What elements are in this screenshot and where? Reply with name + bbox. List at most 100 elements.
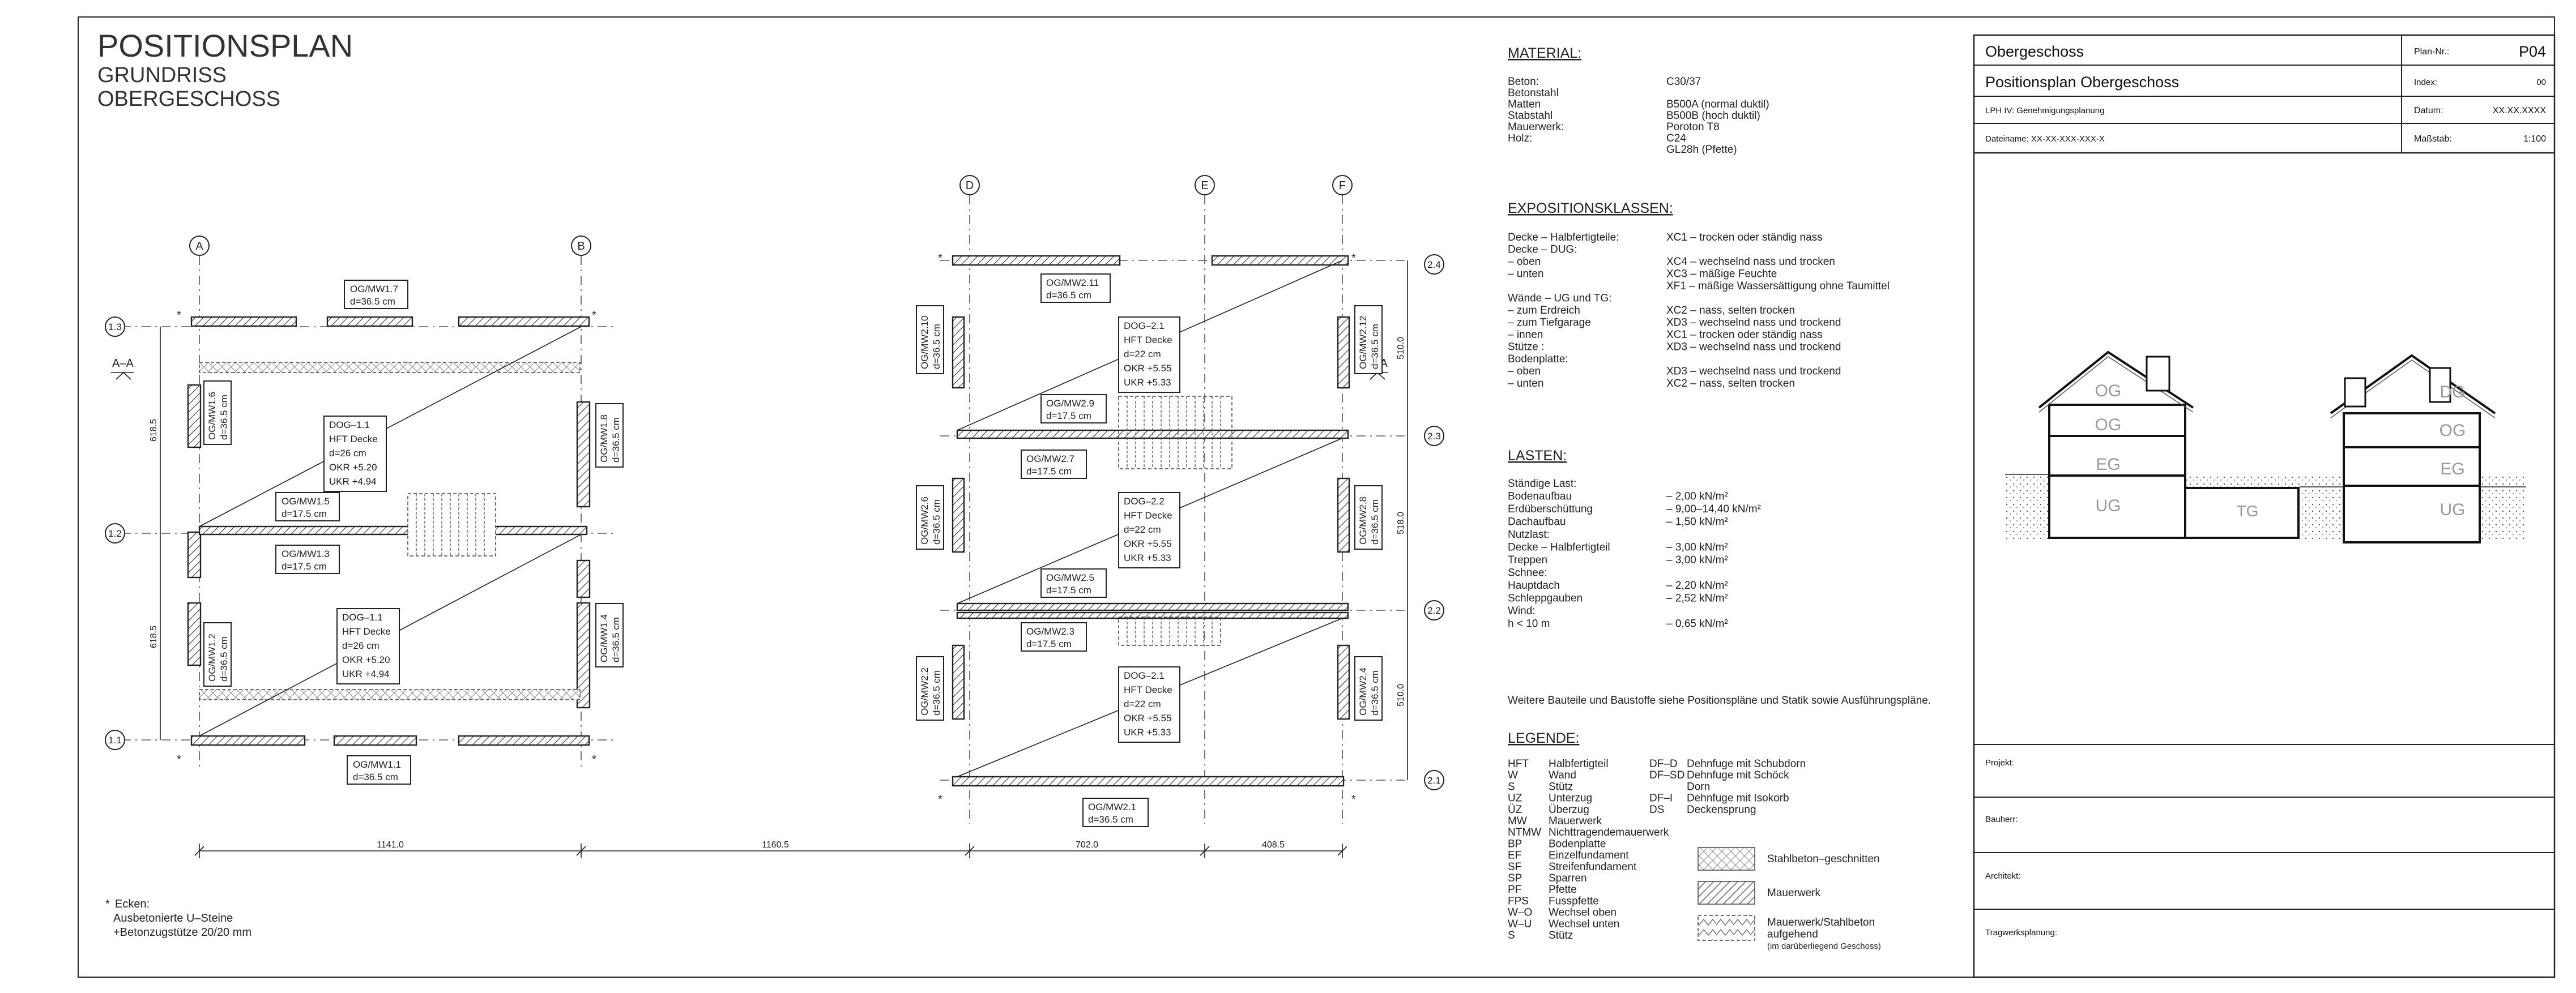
wall-bottom-right — [952, 776, 1345, 787]
wall-top-left-3 — [458, 316, 590, 327]
lasten-row-3-value: – 1,50 kN/m² — [1666, 516, 1728, 528]
svg-text:d=22 cm: d=22 cm — [1124, 699, 1161, 709]
wall-d-2 — [952, 477, 965, 553]
grid-label-b: B — [577, 240, 585, 252]
lasten-row-9-value: – 2,52 kN/m² — [1666, 593, 1728, 605]
legende-right-row-0-value: Dehnfuge mit Schubdorn — [1687, 758, 1806, 770]
svg-text:OKR +5.55: OKR +5.55 — [1124, 538, 1172, 549]
corner-star-4: * — [592, 754, 596, 766]
svg-text:OG/MW2.10: OG/MW2.10 — [919, 316, 930, 369]
material-row-5-key: Holz: — [1508, 132, 1532, 144]
legende-heading: LEGENDE: — [1508, 730, 1579, 746]
label-mw2-9-d: d=17.5 cm — [1046, 410, 1091, 421]
exposition-row-9-key: Stütze : — [1508, 341, 1544, 353]
label-mw1-1-d: d=36.5 cm — [353, 772, 398, 782]
svg-text:d=36.5 cm: d=36.5 cm — [1370, 324, 1380, 369]
label-mw2-9-name: OG/MW2.9 — [1046, 398, 1094, 409]
legende-left-row-3-key: UZ — [1508, 793, 1522, 804]
legende-left-row-14-key: W–U — [1508, 918, 1532, 930]
grid-bubble-2-4 — [1424, 254, 1444, 275]
lasten-row-5-key: Decke – Halbfertigteil — [1508, 542, 1610, 554]
legende-right-row-3-value: Dehnfuge mit Isokorb — [1687, 793, 1789, 804]
wall-top-right-1 — [952, 255, 1121, 266]
symbol-stahlbeton — [1698, 847, 1755, 871]
grid-bubble-2-2 — [1424, 600, 1444, 620]
ecken-note-line1: Ausbetonierte U–Steine — [113, 912, 233, 924]
svg-text:d=36.5 cm: d=36.5 cm — [931, 499, 942, 545]
strip-upper-left — [199, 362, 581, 373]
grid-bubble-1-1 — [105, 730, 125, 750]
label-mw2-1-d: d=36.5 cm — [1088, 814, 1133, 825]
legende-left-row-11-value: Pfette — [1549, 884, 1577, 896]
grid-label-2-4: 2.4 — [1427, 259, 1441, 270]
svg-text:OKR +5.55: OKR +5.55 — [1124, 713, 1172, 724]
corner-star-1: * — [177, 309, 181, 322]
label-mw1-8: OG/MW1.8 d=36.5 cm — [595, 403, 624, 468]
tb-plan-nr-label: Plan-Nr.: — [2414, 47, 2449, 57]
lasten-list: Ständige Last: Bodenaufbau– 2,00 kN/m² E… — [1508, 478, 1761, 630]
label-mw1-6: OG/MW1.6 d=36.5 cm — [203, 380, 232, 445]
symbol-aufgehend-label2: aufgehend — [1767, 928, 1818, 940]
svg-text:OG/MW1.6: OG/MW1.6 — [207, 392, 217, 440]
lasten-row-11-value: – 0,65 kN/m² — [1666, 618, 1728, 630]
legende-left-row-4-key: ÜZ — [1508, 804, 1522, 816]
symbol-mauerwerk — [1698, 881, 1755, 905]
section-label-left-eg: EG — [2096, 455, 2120, 474]
grid-label-a: A — [195, 240, 203, 252]
svg-text:d=36.5 cm: d=36.5 cm — [1370, 670, 1380, 716]
label-mw2-11-d: d=36.5 cm — [1046, 290, 1091, 301]
svg-text:DOG–2.1: DOG–2.1 — [1124, 320, 1165, 331]
svg-text:OKR +5.55: OKR +5.55 — [1124, 363, 1172, 374]
material-row-5-value: C24 — [1666, 132, 1686, 144]
tb-plan-title: Positionsplan Obergeschoss — [1985, 74, 2179, 91]
svg-text:HFT Decke: HFT Decke — [329, 434, 378, 444]
label-mw1-2: OG/MW1.2 d=36.5 cm — [203, 622, 232, 687]
tb-tragwerk: Tragwerksplanung: — [1985, 928, 2057, 938]
ecken-note-title: Ecken: — [115, 898, 150, 910]
wall-d-3 — [952, 644, 965, 720]
ecken-star: * — [105, 898, 110, 910]
tb-index-label: Index: — [2414, 78, 2437, 87]
label-box-mw1-7 — [344, 280, 408, 309]
wall-b-mid — [576, 559, 591, 598]
lasten-row-10-key: Wind: — [1508, 605, 1536, 617]
svg-text:OG/MW2.12: OG/MW2.12 — [1358, 316, 1368, 369]
grid-bubble-1-2 — [105, 523, 125, 543]
slab-tag-dog-1-1-lower: DOG–1.1 HFT Decke d=26 cm OKR +5.20 UKR … — [336, 608, 400, 684]
material-row-6-value: GL28h (Pfette) — [1666, 144, 1737, 156]
exposition-row-3-value: XC3 – mäßige Feuchte — [1666, 268, 1777, 280]
label-mw2-6: OG/MW2.6 d=36.5 cm — [916, 485, 944, 550]
grid-bubble-f — [1332, 175, 1353, 195]
ecken-note-line2: +Betonzugstütze 20/20 mm — [113, 926, 251, 939]
tb-projekt: Projekt: — [1985, 758, 2014, 768]
label-mw2-5-d: d=17.5 cm — [1046, 585, 1091, 596]
wall-inner-1-2 — [198, 525, 588, 536]
svg-text:HFT Decke: HFT Decke — [1124, 335, 1172, 345]
title-sub-geschoss: OBERGESCHOSS — [97, 87, 280, 111]
legende-left-row-2-value: Stütz — [1549, 781, 1573, 793]
legende-left-row-15-key: S — [1508, 930, 1515, 941]
svg-text:OG/MW1.8: OG/MW1.8 — [599, 414, 609, 463]
legende-left-row-0-key: HFT — [1508, 758, 1529, 770]
staircase-right-upper — [1118, 396, 1232, 469]
label-mw1-1-name: OG/MW1.1 — [353, 759, 401, 770]
ecken-note: * Ecken: Ausbetonierte U–Steine +Betonzu… — [105, 898, 251, 939]
legende-left-row-6-value: Nichttragendemauerwerk — [1549, 827, 1669, 838]
legende-left-row-6-key: NTMW — [1508, 827, 1541, 838]
exposition-row-2-value: XC4 – wechselnd nass und trocken — [1666, 256, 1835, 268]
section-label-right-ug: UG — [2440, 500, 2466, 519]
grid-label-1-3: 1.3 — [108, 322, 122, 332]
legende-left-row-12-key: FPS — [1508, 895, 1529, 907]
corner-star-6: * — [1351, 252, 1356, 264]
legende-left-row-5-value: Mauerwerk — [1549, 815, 1602, 827]
slab-tag-dog-2-1-upper: DOG–2.1 HFT Decke d=22 cm OKR +5.55 UKR … — [1118, 316, 1180, 393]
building-section: OG OG EG UG TG DG OG EG UG — [2005, 350, 2526, 543]
dim-h4: 408.5 — [1262, 840, 1285, 850]
lasten-row-4-key: Nutzlast: — [1508, 529, 1550, 541]
staircase-right-lower — [1118, 617, 1221, 646]
symbol-mauerwerk-label: Mauerwerk — [1767, 887, 1820, 899]
label-mw2-11-name: OG/MW2.11 — [1046, 277, 1099, 288]
lasten-row-1-value: – 2,00 kN/m² — [1666, 491, 1728, 503]
grid-bubble-a — [189, 236, 210, 256]
